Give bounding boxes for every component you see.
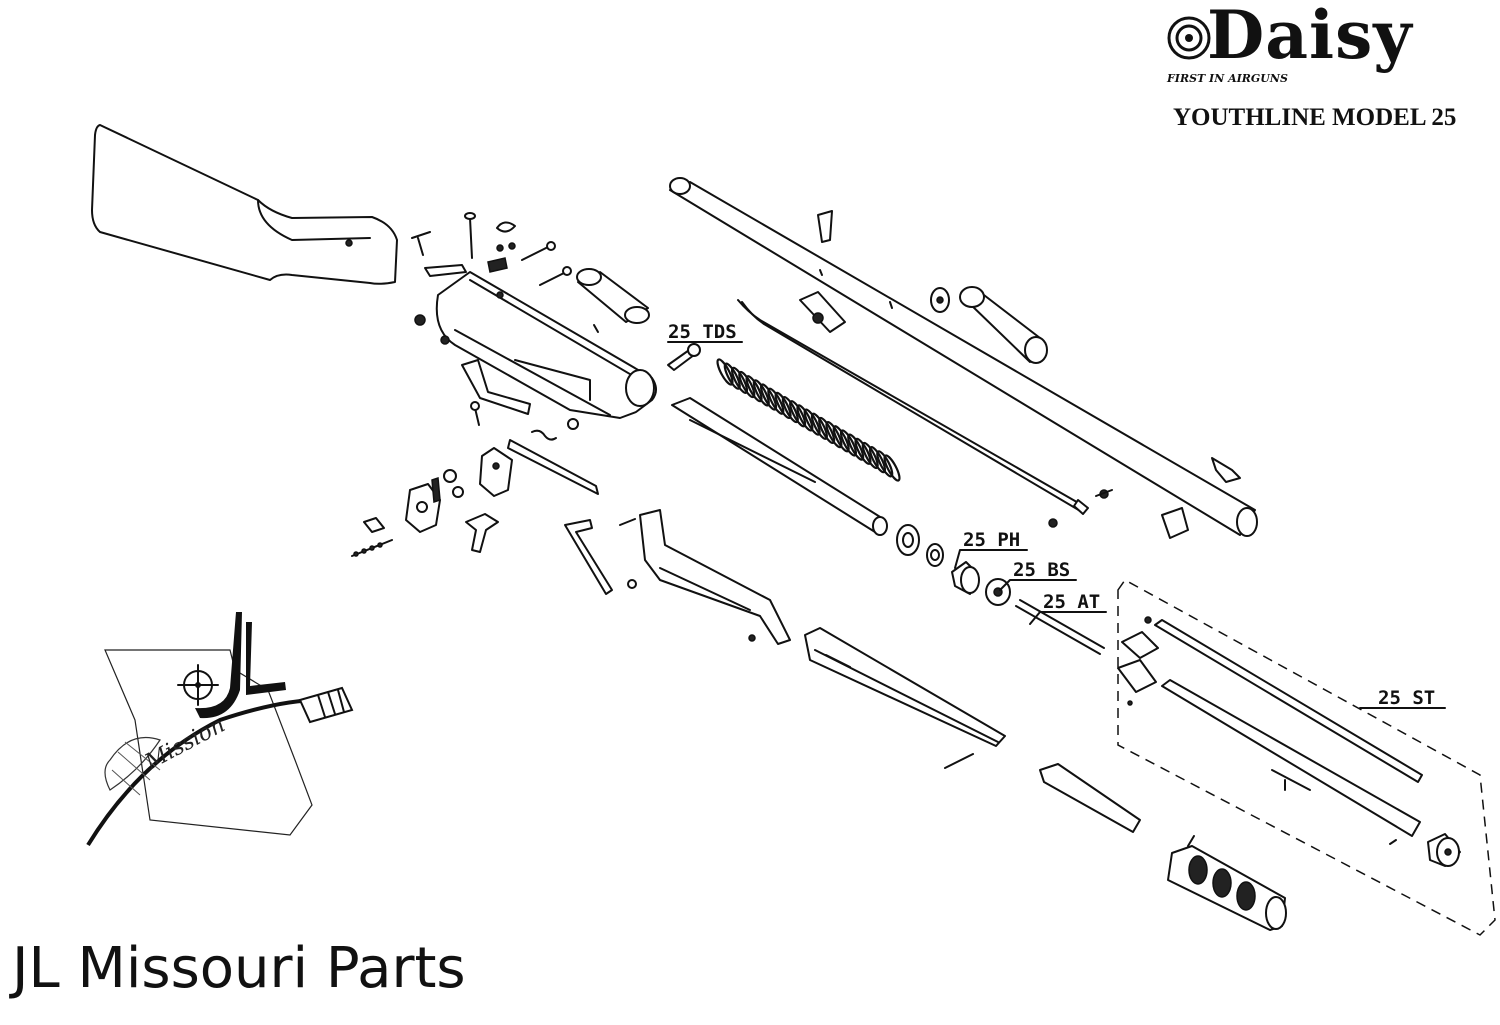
logo-script: Mission — [140, 713, 229, 776]
loading-cap — [930, 287, 950, 313]
spring-coil — [883, 454, 901, 482]
trigger — [465, 513, 499, 553]
tds-screw — [667, 343, 701, 371]
trigger-pin-long — [464, 212, 476, 259]
cocking-lever-top — [424, 264, 467, 277]
receiver-frame — [414, 271, 657, 419]
trigger-spring — [531, 418, 579, 441]
sear-block — [487, 257, 508, 273]
shot-tube-outer — [1161, 679, 1421, 837]
main-spring — [716, 358, 901, 482]
stock — [91, 124, 398, 285]
target-icon — [1167, 16, 1211, 60]
label-st: 25 ST — [1378, 687, 1435, 709]
piston-seal — [926, 543, 944, 567]
at-leader — [1029, 611, 1107, 625]
air-tube-plug — [576, 268, 650, 333]
cocking-link — [564, 518, 637, 595]
shot-tube-group-box — [1117, 579, 1496, 936]
shop-logo: Mission — [86, 612, 354, 847]
forearm-pin — [944, 753, 974, 769]
label-tds: 25 TDS — [668, 321, 737, 343]
brand-name: Daisy — [1207, 0, 1413, 74]
brand-logo: Daisy FIRST IN AIRGUNS — [1165, 0, 1495, 132]
lever-arm — [639, 509, 791, 645]
trigger-lever — [461, 359, 531, 415]
bs-leader — [999, 579, 1077, 591]
label-ph: 25 PH — [963, 529, 1020, 551]
forearm-slide — [804, 627, 1006, 747]
air-tube — [1015, 599, 1105, 655]
outer-sleeve — [959, 286, 1048, 364]
sear-assembly — [479, 439, 599, 497]
stock-screw — [411, 231, 431, 256]
model-title: YOUTHLINE MODEL 25 — [1173, 104, 1457, 131]
ph-leader — [954, 549, 1028, 569]
outer-barrel — [669, 177, 1258, 537]
forearm-grip — [1167, 835, 1287, 931]
front-sight — [1048, 457, 1241, 539]
lower-link — [1039, 763, 1141, 833]
cocking-rod — [737, 299, 1089, 515]
plunger-tube — [671, 397, 888, 536]
shot-tube-clips — [1117, 616, 1159, 706]
trigger-housing — [405, 469, 464, 533]
shop-name: JL Missouri Parts — [12, 936, 466, 1001]
frame-pins — [521, 241, 572, 286]
shot-tube-inner — [1154, 619, 1423, 783]
label-at: 25 AT — [1043, 591, 1100, 613]
trigger-pins — [351, 517, 393, 557]
brand-tagline: FIRST IN AIRGUNS — [1167, 72, 1288, 85]
shot-retainer — [799, 291, 846, 333]
label-bs: 25 BS — [1013, 559, 1070, 581]
piston-washer — [896, 524, 920, 556]
shot-tube-cap — [1389, 833, 1461, 867]
barrel-clip — [817, 210, 833, 243]
safety-clip — [496, 221, 516, 252]
plunger-head — [951, 561, 980, 595]
